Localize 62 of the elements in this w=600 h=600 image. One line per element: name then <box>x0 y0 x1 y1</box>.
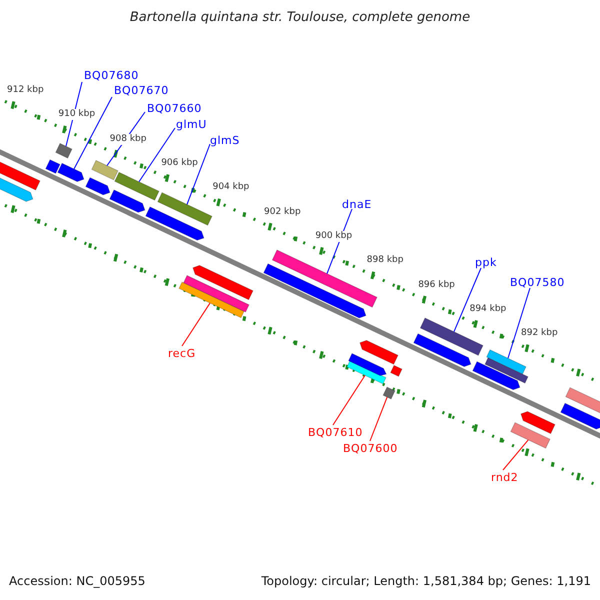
gene-block <box>359 340 398 365</box>
gene-block <box>348 353 387 376</box>
gene-label: BQ07580 <box>510 276 565 289</box>
gene-block <box>413 333 472 367</box>
gene-block <box>486 349 526 374</box>
leader-line <box>186 144 210 205</box>
gene-block <box>178 282 244 318</box>
scale-label: 902 kbp <box>264 206 301 218</box>
scale-label: 896 kbp <box>418 280 455 291</box>
gene-block <box>390 364 402 377</box>
gene-block <box>0 161 40 190</box>
leader-line <box>326 208 352 274</box>
leader-line <box>454 268 482 332</box>
gene-block <box>109 189 146 213</box>
gene-block <box>45 159 60 174</box>
leader-line <box>332 374 366 426</box>
gene-label: BQ07670 <box>114 84 169 97</box>
gene-label: BQ07610 <box>308 426 363 439</box>
gene-block <box>157 192 212 226</box>
gene-block <box>472 361 520 390</box>
gene-label: BQ07600 <box>343 442 398 455</box>
leader-line <box>138 128 176 182</box>
gene-block <box>183 275 250 312</box>
gene-block <box>55 142 72 159</box>
gene-block <box>114 172 160 201</box>
genome-summary: Topology: circular; Length: 1,581,384 bp; Genes: 1,191 <box>261 575 591 588</box>
leader-line <box>182 302 210 346</box>
gene-block <box>560 402 600 430</box>
gene-label: ppk <box>475 256 497 269</box>
scale-label: 912 kbp <box>7 85 44 96</box>
leader-line <box>502 439 529 470</box>
gene-block <box>484 357 528 384</box>
gene-label: glmS <box>210 134 240 147</box>
leader-line <box>370 396 388 442</box>
scale-label: 898 kbp <box>366 255 404 266</box>
title: Bartonella quintana str. Toulouse, complete genome <box>128 11 472 24</box>
gene-block <box>192 265 254 300</box>
gene-block <box>91 160 118 180</box>
gene-block <box>382 386 396 400</box>
gene-block <box>0 175 34 202</box>
gene-block <box>420 318 484 356</box>
gene-label: BQ07680 <box>84 69 139 82</box>
accession-note: Accession: NC_005955 <box>9 575 146 588</box>
gene-label: rnd2 <box>491 471 518 484</box>
scale-label: 892 kbp <box>521 328 558 340</box>
scale-label: 910 kbp <box>58 109 96 120</box>
gene-block <box>263 263 366 318</box>
leader-line <box>74 96 112 170</box>
gene-block <box>85 177 110 196</box>
gene-label: recG <box>168 347 196 360</box>
gene-label: glmU <box>176 118 207 131</box>
scale-label: 900 kbp <box>315 231 352 242</box>
scale-label: 906 kbp <box>161 158 198 170</box>
scale-label: 894 kbp <box>470 304 506 315</box>
scale-label: 904 kbp <box>212 182 250 194</box>
gene-block <box>510 422 550 449</box>
leader-line <box>508 288 530 359</box>
gene-block <box>520 411 556 434</box>
scale-label: 908 kbp <box>110 134 146 145</box>
gene-block <box>145 206 204 241</box>
gene-label: dnaE <box>342 198 372 211</box>
gene-label: BQ07660 <box>147 102 202 115</box>
